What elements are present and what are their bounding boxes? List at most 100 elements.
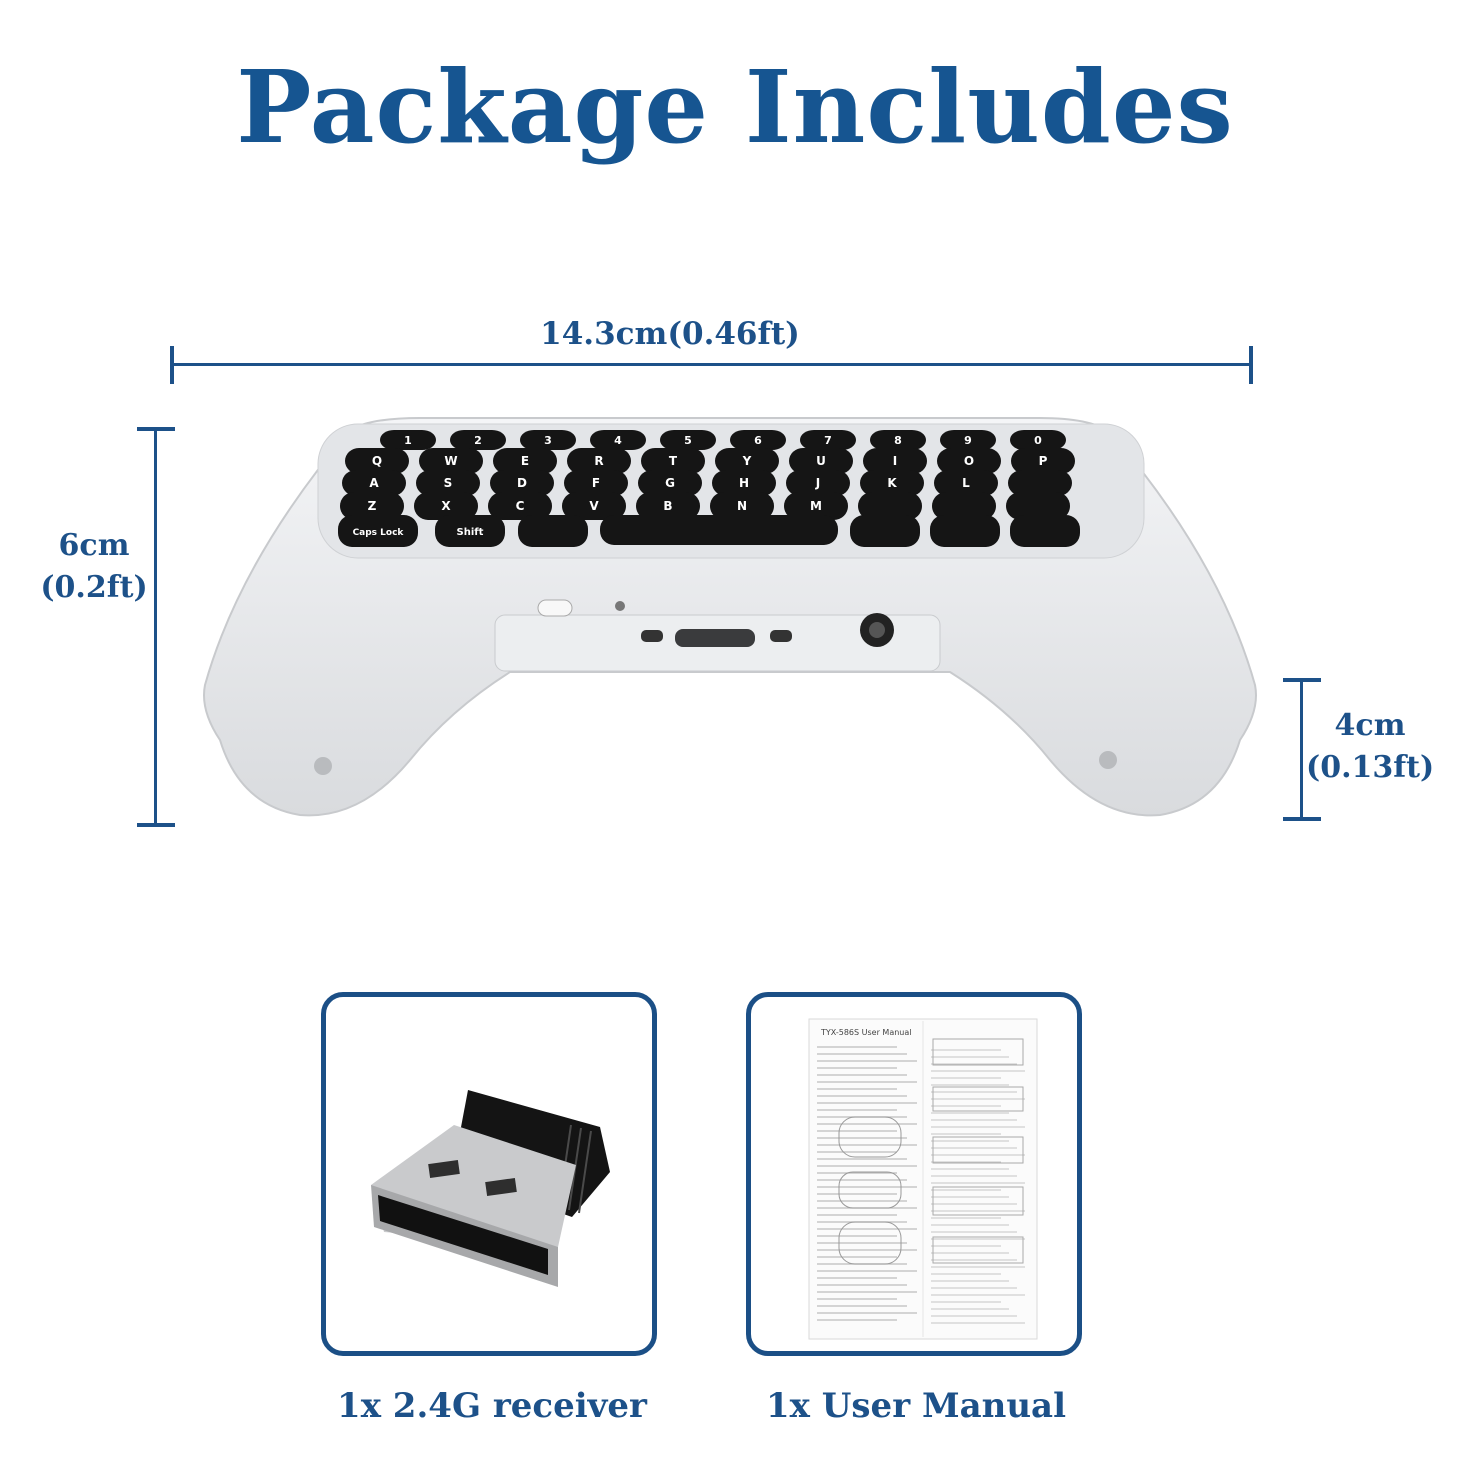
receiver-caption: 1x 2.4G receiver <box>337 1386 647 1426</box>
status-led <box>615 601 625 611</box>
keyboard-key-label: U <box>816 454 826 468</box>
keyboard-key-label: J <box>815 476 820 490</box>
keyboard-key <box>567 448 631 474</box>
keyboard-key-label: M <box>810 499 822 513</box>
keyboard-key-label: R <box>594 454 603 468</box>
keyboard-key-label: E <box>521 454 529 468</box>
page-title: Package Includes <box>236 48 1234 166</box>
user-manual-icon: TYX-586S User Manual <box>808 1018 1038 1340</box>
keyboard-key <box>414 492 478 520</box>
keyboard-key-label: 3 <box>544 434 552 447</box>
grip-dimension-cm: 4cm <box>1334 708 1406 743</box>
keyboard-key-label: W <box>444 454 457 468</box>
keyboard-key <box>493 448 557 474</box>
led-slot-left <box>641 630 663 642</box>
grip-dimension-tick-bottom <box>1283 817 1321 821</box>
keyboard-key-label: O <box>964 454 974 468</box>
keyboard-key-label: X <box>441 499 451 513</box>
keyboard-key <box>712 470 776 496</box>
keyboard-key <box>863 448 927 474</box>
usb-port <box>675 629 755 647</box>
keyboard-key-label: N <box>737 499 747 513</box>
height-dimension-tick-top <box>137 427 175 431</box>
keyboard-key <box>937 448 1001 474</box>
item-card-receiver <box>321 992 657 1356</box>
keyboard-key <box>636 492 700 520</box>
keyboard-key-label: Z <box>368 499 377 513</box>
width-dimension-tick-left <box>170 346 174 384</box>
led-slot-right <box>770 630 792 642</box>
item-card-manual: TYX-586S User Manual <box>746 992 1082 1356</box>
keyboard-key-label: D <box>517 476 527 490</box>
keyboard-key <box>600 515 838 545</box>
usb-receiver-icon <box>371 1090 610 1287</box>
keyboard-key <box>490 470 554 496</box>
keyboard-key-label: Shift <box>457 527 484 538</box>
grip-dimension-line <box>1300 680 1303 820</box>
pair-button <box>537 599 573 617</box>
keyboard-key-label: 5 <box>684 434 692 447</box>
keyboard-key <box>342 470 406 496</box>
keyboard-key <box>710 492 774 520</box>
keyboard-key <box>564 470 628 496</box>
keyboard-key <box>858 492 922 520</box>
keyboard-key <box>338 515 418 547</box>
keyboard-key-label: H <box>739 476 749 490</box>
keyboard-key <box>416 470 480 496</box>
keyboard-key-label: I <box>893 454 897 468</box>
keyboard-key <box>789 448 853 474</box>
keyboard-key <box>800 430 856 450</box>
keyboard-key-label: 4 <box>614 434 622 447</box>
keyboard-key <box>638 470 702 496</box>
keyboard-key-label: 7 <box>824 434 832 447</box>
keyboard-key-label: 8 <box>894 434 902 447</box>
keyboard-key <box>419 448 483 474</box>
height-dimension-line <box>154 428 157 826</box>
manual-title: TYX-586S User Manual <box>820 1028 911 1037</box>
keyboard-key-label: S <box>444 476 453 490</box>
keyboard-key <box>786 470 850 496</box>
keyboard-key <box>435 515 505 547</box>
keyboard-key-label: G <box>665 476 675 490</box>
keyboard-key <box>715 448 779 474</box>
keyboard-key <box>784 492 848 520</box>
keyboard-key <box>518 515 588 547</box>
height-dimension-cm: 6cm <box>58 528 130 563</box>
keyboard-key-label: K <box>887 476 897 490</box>
keyboard-key-label: F <box>592 476 600 490</box>
keyboard-key <box>450 430 506 450</box>
keyboard-key <box>1011 448 1075 474</box>
keyboard-key <box>930 515 1000 547</box>
keyboard-key-label: A <box>369 476 379 490</box>
width-dimension-tick-right <box>1249 346 1253 384</box>
keyboard-key <box>860 470 924 496</box>
keyboard-key-label: V <box>589 499 599 513</box>
manual-caption: 1x User Manual <box>766 1386 1066 1426</box>
grip-dimension-tick-top <box>1283 678 1321 682</box>
keyboard-key-label: 9 <box>964 434 972 447</box>
keyboard-key <box>562 492 626 520</box>
keyboard-key <box>641 448 705 474</box>
grip-dimension-ft: (0.13ft) <box>1306 750 1435 785</box>
keyboard-key <box>345 448 409 474</box>
keyboard-key <box>380 430 436 450</box>
keyboard-key <box>1010 430 1066 450</box>
keyboard-key <box>850 515 920 547</box>
keyboard-key <box>520 430 576 450</box>
keyboard-key-label: 1 <box>404 434 412 447</box>
keyboard-key <box>590 430 646 450</box>
keyboard-key-label: 2 <box>474 434 482 447</box>
keyboard-key-label: C <box>516 499 525 513</box>
keyboard-key-label: T <box>669 454 678 468</box>
keyboard-key-label: 0 <box>1034 434 1042 447</box>
keyboard-key <box>934 470 998 496</box>
keyboard-key <box>1010 515 1080 547</box>
height-dimension-ft: (0.2ft) <box>40 570 148 605</box>
keyboard-key-label: Caps Lock <box>353 528 405 538</box>
keyboard-key-label: P <box>1039 454 1048 468</box>
keyboard-key-label: B <box>663 499 672 513</box>
keyboard-key <box>340 492 404 520</box>
width-dimension-line <box>172 363 1252 366</box>
